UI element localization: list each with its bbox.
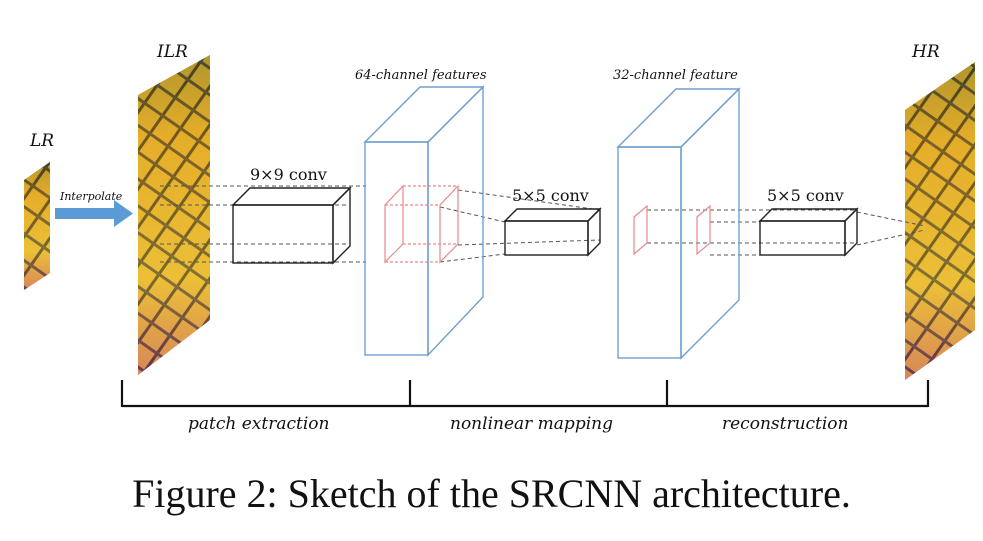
ilr-image [138, 55, 210, 375]
hr-label: HR [912, 42, 940, 62]
conv-box-5x5-mapping [503, 207, 602, 257]
hr-image [905, 62, 975, 380]
lr-image [24, 162, 50, 290]
conv-label-5x5-reconstruction: 5×5 conv [767, 186, 844, 205]
feature-block-64 [363, 85, 485, 357]
stage-label-reconstruction: reconstruction [722, 414, 849, 434]
interpolate-arrow [55, 200, 133, 227]
lr-label: LR [30, 131, 55, 151]
filter-32 [633, 204, 711, 256]
feature-32-label: 32-channel feature [613, 68, 738, 83]
stage-bracket [120, 380, 930, 408]
conv-label-9x9: 9×9 conv [250, 165, 327, 184]
conv-box-9x9 [231, 186, 352, 265]
ilr-label: ILR [157, 42, 188, 62]
figure-caption: Figure 2: Sketch of the SRCNN architectu… [132, 471, 851, 516]
feature-block-32 [616, 87, 741, 360]
interpolate-label: Interpolate [60, 190, 123, 203]
feature-64-label: 64-channel features [355, 68, 487, 83]
stage-label-patch-extraction: patch extraction [188, 414, 330, 434]
filter-64 [384, 184, 459, 264]
conv-box-5x5-reconstruction [758, 207, 859, 257]
stage-label-nonlinear-mapping: nonlinear mapping [450, 414, 613, 434]
conv-label-5x5-mapping: 5×5 conv [512, 186, 589, 205]
